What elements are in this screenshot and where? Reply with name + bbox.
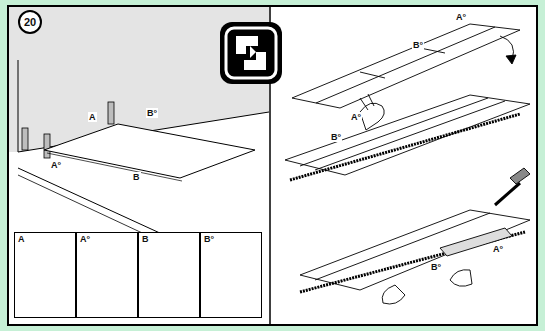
logo-symbol [220,22,282,84]
part-label: A° [455,12,467,22]
plank-group [292,24,520,108]
part-label: A° [50,160,62,170]
cell-label: B [142,234,196,244]
cell-label: B° [204,234,258,244]
panel [8,6,537,325]
hammer-tapping [300,168,530,304]
part-label: B° [430,262,442,272]
planks-hands [285,94,530,180]
step-number: 20 [24,16,36,28]
part-label: B [132,172,141,182]
part-label: B° [146,108,158,118]
step-circle: 20 [18,10,42,34]
part-label: A [88,112,97,122]
cell-label: A° [80,234,134,244]
part-label: B° [412,40,424,50]
cell-label: A [18,234,72,244]
part-label: A° [350,112,362,122]
plank [44,124,255,178]
profile-cell: B° [200,232,262,318]
profile-cell: A [14,232,76,318]
part-label: A° [492,244,504,254]
part-label: B° [330,132,342,142]
profile-cell: B [138,232,200,318]
profile-cell: A° [76,232,138,318]
